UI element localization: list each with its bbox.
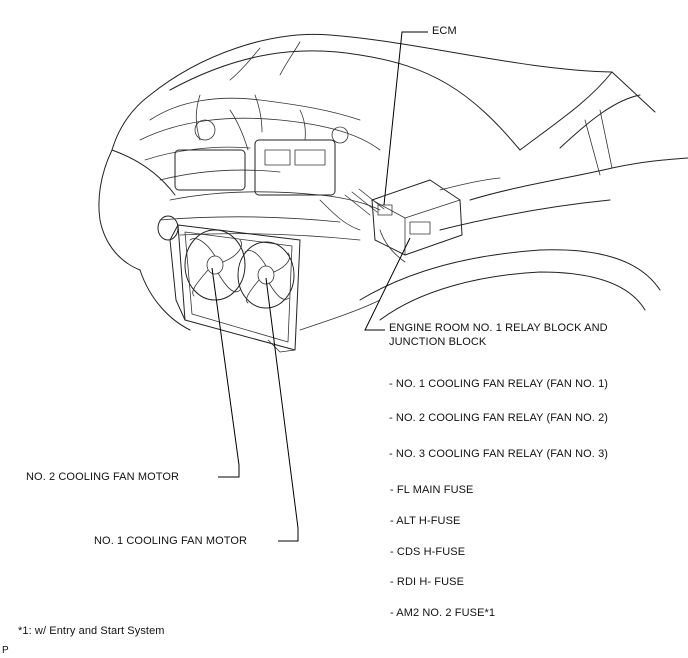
leader-lines [211, 31, 428, 542]
relay-item-rdi-h-fuse: - RDI H- FUSE [390, 576, 465, 588]
relay-item-fan1-relay: - NO. 1 COOLING FAN RELAY (FAN NO. 1) [389, 378, 609, 390]
relay-item-alt-h-fuse: - ALT H-FUSE [390, 515, 461, 527]
cooling-fan-no1 [237, 241, 295, 309]
corner-mark: P [2, 645, 9, 656]
relay-item-cds-h-fuse: - CDS H-FUSE [390, 546, 466, 558]
relay-block-leader-line [364, 237, 411, 331]
fan2-leader-line [211, 267, 240, 478]
footnote: *1: w/ Entry and Start System [18, 625, 165, 637]
fender [299, 157, 688, 331]
windshield [519, 71, 656, 176]
cooling-fan-no2 [184, 229, 246, 301]
ecm-leader-line [383, 31, 428, 206]
fan1-motor-label: NO. 1 COOLING FAN MOTOR [94, 535, 248, 547]
hood-outline [111, 33, 613, 151]
relay-block-label-line2: JUNCTION BLOCK [389, 336, 487, 348]
fan-shroud [169, 224, 301, 353]
fan1-leader-line [265, 277, 299, 542]
fan2-motor-label: NO. 2 COOLING FAN MOTOR [26, 471, 180, 483]
engine-components [139, 94, 385, 241]
front-body [98, 149, 191, 331]
ecm-label: ECM [432, 25, 457, 37]
relay-item-fan2-relay: - NO. 2 COOLING FAN RELAY (FAN NO. 2) [389, 412, 609, 424]
relay-item-fan3-relay: - NO. 3 COOLING FAN RELAY (FAN NO. 3) [389, 448, 609, 460]
relay-item-am2-no2-fuse: - AM2 NO. 2 FUSE*1 [390, 607, 496, 619]
relay-item-fl-main-fuse: - FL MAIN FUSE [390, 484, 474, 496]
relay-block-label-line1: ENGINE ROOM NO. 1 RELAY BLOCK AND [389, 322, 608, 334]
